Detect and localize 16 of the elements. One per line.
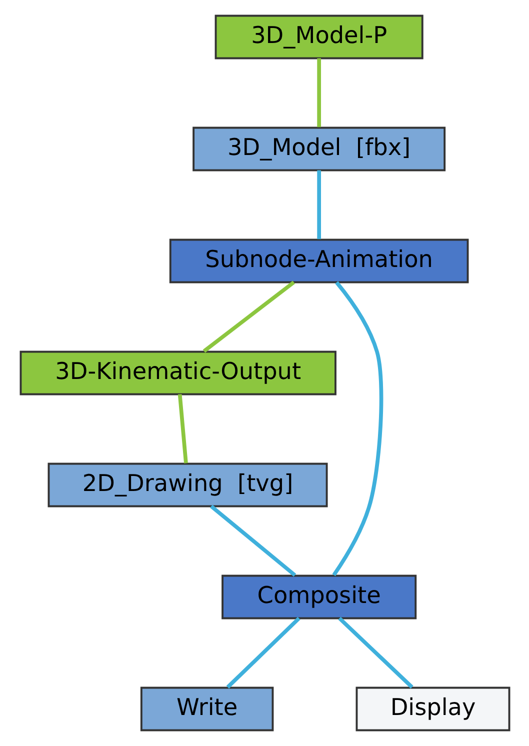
- node-box: 3D_Model-P: [214, 14, 423, 60]
- node-box: Composite: [221, 574, 416, 620]
- connector: [202, 280, 295, 353]
- node-box: 2D_Drawing [tvg]: [47, 462, 328, 508]
- node-box: Subnode-Animation: [168, 238, 468, 284]
- connector: [338, 616, 413, 689]
- connector: [332, 281, 383, 576]
- connector: [226, 616, 300, 689]
- connector: [177, 394, 188, 464]
- node-box: 3D-Kinematic-Output: [19, 350, 336, 396]
- connector: [316, 170, 320, 240]
- connector: [316, 58, 320, 128]
- node-box: 3D_Model [fbx]: [192, 126, 446, 172]
- node-box: Write: [140, 686, 274, 732]
- node-box: Display: [355, 686, 510, 732]
- connector: [210, 504, 296, 577]
